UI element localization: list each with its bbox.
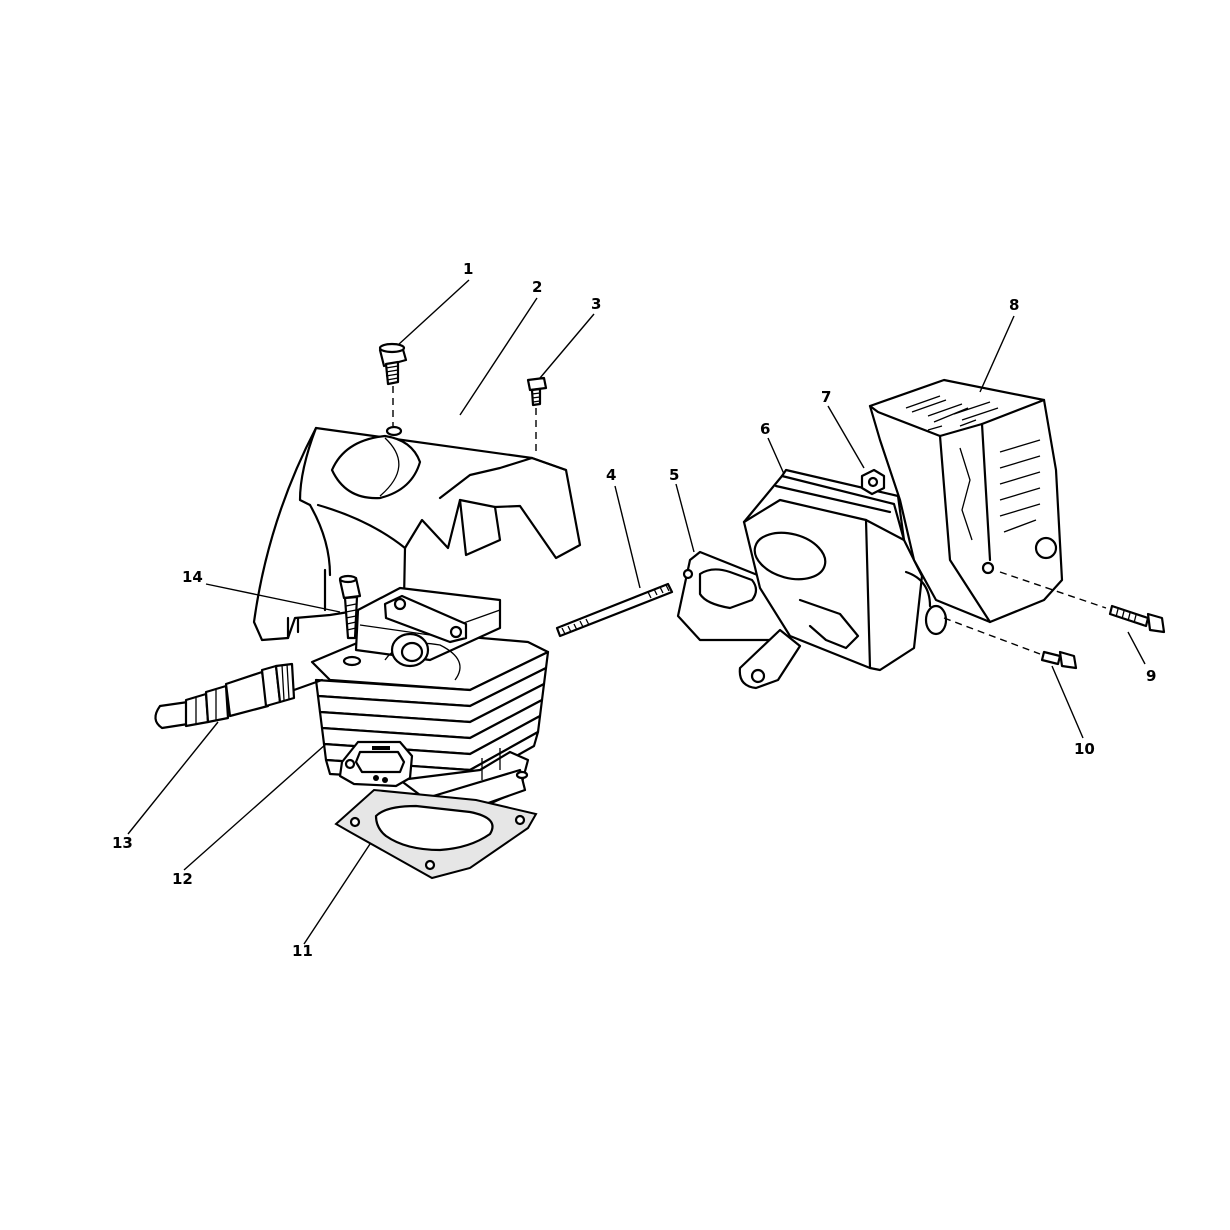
gasket-icon — [334, 788, 538, 880]
cylinder-icon — [310, 586, 550, 822]
muffler-icon — [738, 468, 948, 690]
hex-head-bolt-icon — [999, 571, 1166, 634]
leader-lines — [127, 279, 1146, 945]
callout-14: 14 — [182, 568, 203, 586]
threaded-stud-icon — [555, 582, 674, 638]
callout-13: 13 — [112, 834, 133, 852]
callout-12: 12 — [172, 870, 193, 888]
nut-icon — [860, 468, 886, 496]
callout-11: 11 — [292, 942, 313, 960]
callout-4: 4 — [606, 466, 616, 484]
callout-8: 8 — [1009, 296, 1019, 314]
callout-10: 10 — [1074, 740, 1095, 758]
cylinder-shroud-icon — [252, 425, 582, 642]
screw-icon — [526, 376, 548, 456]
callout-5: 5 — [669, 466, 679, 484]
cap-screw-icon — [338, 574, 362, 640]
callout-6: 6 — [760, 420, 770, 438]
callout-1: 1 — [463, 260, 473, 278]
callout-3: 3 — [591, 295, 601, 313]
spark-plug-icon — [154, 662, 324, 730]
callout-labels: 1 2 3 4 5 6 7 8 9 10 11 12 13 14 — [112, 260, 1156, 960]
callout-2: 2 — [532, 278, 542, 296]
callout-7: 7 — [821, 388, 831, 406]
hex-head-bolt-icon — [378, 342, 408, 426]
callout-9: 9 — [1146, 667, 1156, 685]
gasket-icon — [676, 550, 792, 642]
hex-head-bolt-icon — [943, 617, 1078, 670]
muffler-guard-icon — [868, 378, 1064, 624]
